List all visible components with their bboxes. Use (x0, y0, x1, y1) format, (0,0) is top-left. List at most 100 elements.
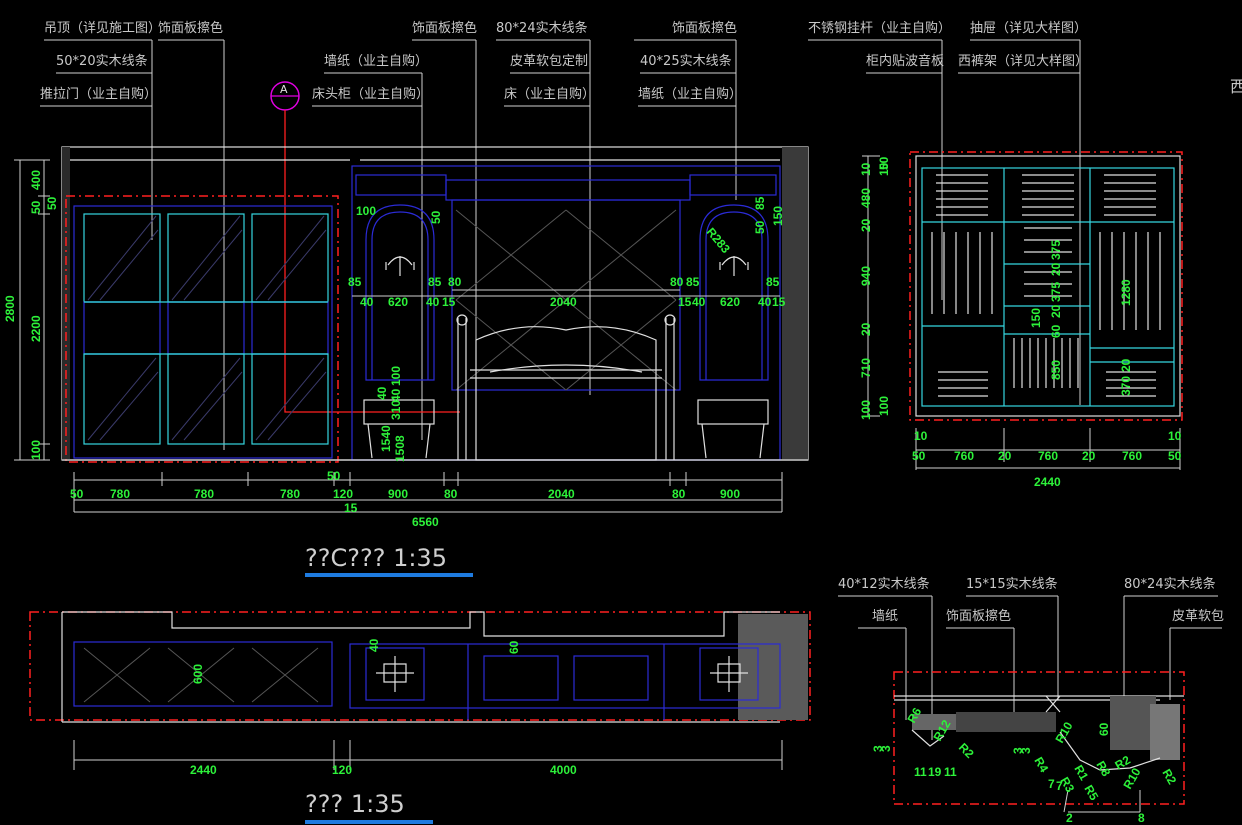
dim-label: 8 (1138, 811, 1145, 825)
label-line-4025: 40*25实木线条 (640, 53, 732, 69)
dim-label: 310 (389, 400, 403, 420)
label-drawer: 抽屉（详见大样图） (970, 21, 1087, 36)
nightstands (363, 399, 769, 459)
label-detail-line-8024: 80*24实木线条 (1124, 576, 1216, 592)
dim-label: 50 (29, 200, 43, 214)
dim-label: 10 (877, 162, 891, 176)
elevation-title-underline (305, 573, 473, 577)
dim-label: R2 (956, 740, 977, 761)
label-paint-3: 饰面板擦色 (672, 20, 737, 36)
dim-label: 2 (1066, 811, 1073, 825)
dim-label: 20 (1119, 358, 1133, 372)
dim-label: 2440 (190, 763, 217, 777)
label-leather: 皮革软包定制 (510, 54, 588, 69)
dim-label: 370 (1119, 376, 1133, 396)
dim-label: 40 (758, 295, 772, 309)
detail-section: 40*12实木线条 15*15实木线条 80*24实木线条 墙纸 饰面板擦色 皮… (838, 576, 1224, 825)
wardrobe-elevation (909, 151, 1183, 421)
label-ceiling: 吊顶（详见施工图） (44, 21, 161, 36)
dim-label: 20 (1082, 449, 1096, 463)
dim-label: 480 (859, 188, 873, 208)
dim-label: 50 (877, 156, 891, 170)
dim-label: 15 (344, 501, 358, 515)
dim-label: 900 (388, 487, 408, 501)
dim-label: 7 (1048, 777, 1055, 791)
label-wallpaper-1: 墙纸（业主自购） (324, 53, 428, 69)
dim-label: 100 (356, 204, 376, 218)
dim-label: 100 (29, 440, 43, 460)
dim-label: 60 (1097, 722, 1111, 736)
dim-label: 760 (1122, 449, 1142, 463)
dim-label: 40 (367, 638, 381, 652)
label-sliding-door: 推拉门（业主自购） (40, 86, 157, 102)
main-elevation (61, 146, 809, 463)
dim-label: 780 (280, 487, 300, 501)
dim-label: 50 (429, 210, 443, 224)
dim-label: R2 (1113, 753, 1134, 773)
dim-label: 1280 (1119, 279, 1133, 306)
dim-label: 40 (375, 386, 389, 400)
dim-label: 50 (70, 487, 84, 501)
label-detail-line-1515: 15*15实木线条 (966, 576, 1058, 592)
dim-label: R6 (904, 705, 924, 726)
section-marker-label: A (280, 83, 288, 96)
headboard-wall (351, 165, 781, 461)
dim-label: 760 (1038, 449, 1058, 463)
wardrobe-dims: 10 50 760 20 760 20 760 50 10 2440 10 48… (859, 155, 1182, 489)
dim-label: 15 (678, 295, 692, 309)
dim-label: 2040 (550, 295, 577, 309)
label-paint-1: 饰面板擦色 (158, 20, 223, 36)
label-detail-paint: 饰面板擦色 (946, 608, 1011, 624)
label-trouser-rack: 西裤架（详见大样图） (958, 54, 1088, 69)
dim-label: R3 (1057, 775, 1077, 796)
sliding-door (73, 205, 333, 459)
dim-label: R8 (1093, 759, 1113, 780)
dim-label: 2800 (3, 295, 17, 322)
dim-label: 40 (360, 295, 374, 309)
dim-label: 900 (720, 487, 740, 501)
dim-label: 710 (859, 358, 873, 378)
label-detail-leather: 皮革软包 (1172, 609, 1224, 624)
dim-label: R4 (1031, 755, 1051, 776)
dim-label: 3 (1011, 747, 1025, 754)
sliding-door-outline (65, 195, 339, 463)
dim-label: 3 (879, 745, 893, 752)
dim-label: 2440 (1034, 475, 1061, 489)
dim-label: 120 (333, 487, 353, 501)
dim-label: 600 (191, 664, 205, 684)
dim-label: 100 (859, 400, 873, 420)
dim-label: 11 (944, 765, 957, 779)
dim-label: 20 (859, 218, 873, 232)
dim-label: 50 (327, 469, 341, 483)
dim-label: 3 (871, 745, 885, 752)
elevation-title: ??C??? 1:35 (305, 544, 447, 572)
dim-label: 15 (772, 295, 786, 309)
dim-label: 150 (1029, 308, 1043, 328)
plan-title-underline (305, 820, 433, 824)
dim-label: 85 (753, 196, 767, 210)
dim-label: 400 (29, 170, 43, 190)
dim-label: 85 (428, 275, 442, 289)
label-line-5020: 50*20实木线条 (56, 53, 148, 69)
label-paint-2: 饰面板擦色 (412, 20, 477, 36)
dim-label: 50 (1168, 449, 1182, 463)
dim-label: 620 (388, 295, 408, 309)
dim-label: 40 (692, 295, 706, 309)
dim-label: 150 (771, 206, 785, 226)
dim-label: 80 (670, 275, 684, 289)
dim-label: 85 (766, 275, 780, 289)
dim-label: 60 (507, 640, 521, 654)
dim-label: 120 (332, 763, 352, 777)
dim-label: 1540 (379, 425, 393, 452)
dim-label: R283 (704, 225, 733, 256)
label-wallpaper-2: 墙纸（业主自购） (638, 86, 742, 102)
dim-label: 10 (1168, 429, 1182, 443)
dim-label: 1508 (393, 435, 407, 462)
label-detail-line-4012: 40*12实木线条 (838, 576, 930, 592)
dim-label: 50 (912, 449, 926, 463)
label-wave-board: 柜内贴波音板 (866, 53, 944, 69)
dim-label: 6560 (412, 515, 439, 529)
plan-title: ??? 1:35 (305, 790, 405, 818)
dim-label: 40 (389, 388, 403, 402)
